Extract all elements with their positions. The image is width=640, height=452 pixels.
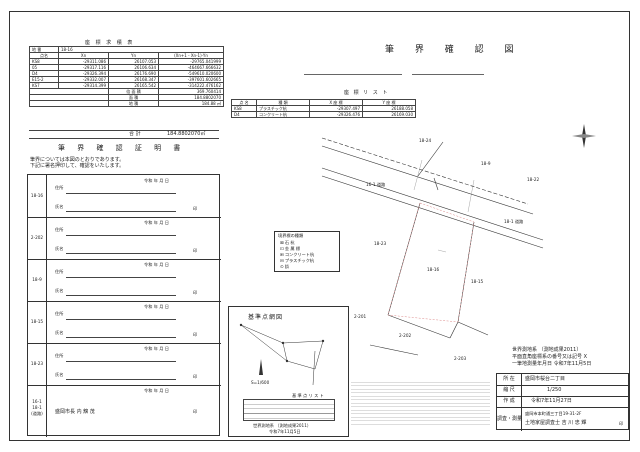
seal-mark: 印: [193, 248, 198, 253]
coord-list-title: 座 標 リ ス ト: [344, 90, 389, 96]
reference-map-box: 基準点網図 S=1/600 基 準 点 リ ス ト 世界測地系 （測地成果201…: [228, 306, 349, 437]
city-mayor-name: 盛岡市長 内 舘 茂: [55, 409, 95, 415]
note-survey-date: 一筆地測量年月日 令和7年11月5日: [512, 361, 592, 367]
city-party-row: 16-1 18-1 (道路) 令和 年 月 日 盛岡市長 内 舘 茂 印: [28, 385, 221, 437]
label-16-1-road: 16-1 道路: [366, 182, 386, 187]
certificate-title: 筆 界 確 認 証 明 書: [58, 144, 186, 152]
certificate-table: 18-16 令和 年 月 日 住所 氏名 印 2-202 令和 年 月 日 住所…: [27, 174, 221, 437]
surveyor-name: 土地家屋調査士 吉 川 忠 輝: [525, 420, 587, 426]
surveyor-address: 盛岡市本町通三丁目19-31-2F: [525, 411, 582, 416]
label-18-9: 18-9: [481, 161, 491, 166]
legend-box: 境界標の種類 ⊠ 石 杭 ⊡ 金 属 標 ⊞ コンクリート杭 ⊟ プラスチック杭…: [274, 231, 340, 272]
plat-drawing: [321, 137, 544, 356]
seal-mark: 印: [193, 206, 198, 211]
seal-mark: 印: [619, 421, 624, 426]
info-table: 所 在 盛岡市桜台二丁目 縮 尺 1/250 作 成 令和7年11月27日 調査…: [496, 373, 630, 431]
location-value: 盛岡市桜台二丁目: [525, 376, 566, 382]
certificate-intro-1: 筆界については本図のとおりであります。: [30, 157, 125, 163]
drawing-title: 筆 界 確 認 図: [385, 45, 523, 55]
reference-list-table: [243, 399, 335, 421]
note-geodetic-system: 世界測地系 （測地成果2011）: [512, 347, 582, 353]
seal-mark: 印: [193, 290, 198, 295]
north-arrow-icon: [572, 124, 596, 148]
area-calc-title: 座 標 求 積 表: [85, 40, 135, 46]
label-18-15: 18-15: [471, 279, 484, 284]
total-value: 184.8802070㎡: [167, 131, 206, 137]
note-plane-zone: 平面直角座標系の番号又は記号 X: [512, 354, 588, 360]
area-calc-table: 地 番 18-16 点名 Xn Yn (Xn+1 - Xn-1)·Yn KS8-…: [29, 46, 224, 107]
survey-sheet: 座 標 求 積 表 地 番 18-16 点名 Xn Yn (Xn+1 - Xn-…: [9, 11, 630, 441]
label-2-202: 2-202: [399, 333, 412, 338]
label-18-16: 18-16: [427, 267, 440, 272]
certificate-intro-2: 下記に署名押印して、確認をいたします。: [30, 163, 125, 169]
legend-symbol-icon: ⊟: [280, 258, 284, 263]
seal-mark: 印: [193, 409, 198, 414]
label-18-1-road: 18-1 道路: [504, 219, 524, 224]
created-value: 令和7年11月27日: [531, 398, 572, 404]
party-row: 18-23 令和 年 月 日 住所 氏名 印: [28, 343, 221, 386]
scale-value: 1/250: [547, 387, 562, 393]
party-row: 18-16 令和 年 月 日 住所 氏名 印: [28, 175, 221, 218]
label-18-22: 18-22: [527, 177, 540, 182]
party-row: 2-202 令和 年 月 日 住所 氏名 印: [28, 217, 221, 260]
reference-map-title: 基準点網図: [248, 314, 284, 321]
legend-title: 境界標の種類: [278, 233, 304, 238]
party-row: 18-15 令和 年 月 日 住所 氏名 印: [28, 301, 221, 344]
party-row: 18-9 令和 年 月 日 住所 氏名 印: [28, 259, 221, 302]
label-2-203: 2-203: [454, 356, 467, 361]
label-18-23: 18-23: [374, 241, 387, 246]
legend-symbol-icon: ⊠: [280, 240, 284, 245]
reference-list-title: 基 準 点 リ ス ト: [292, 393, 324, 398]
total-row: 合 計 184.8802070㎡: [29, 130, 219, 139]
label-2-201: 2-201: [354, 314, 367, 319]
reference-caption: 世界測地系 （測地成果2011）: [253, 423, 312, 428]
fine-print-notes: [351, 379, 490, 425]
reference-scale: S=1/600: [251, 380, 270, 385]
label-18-24: 18-24: [419, 138, 432, 143]
legend-symbol-icon: ⊙: [280, 264, 284, 269]
legend-symbol-icon: ⊡: [280, 246, 284, 251]
reference-date: 令和7年11月5日: [269, 429, 301, 434]
seal-mark: 印: [193, 332, 198, 337]
total-label: 合 計: [129, 131, 141, 137]
legend-symbol-icon: ⊞: [280, 252, 284, 257]
reference-network: [239, 323, 325, 386]
seal-mark: 印: [193, 374, 198, 379]
